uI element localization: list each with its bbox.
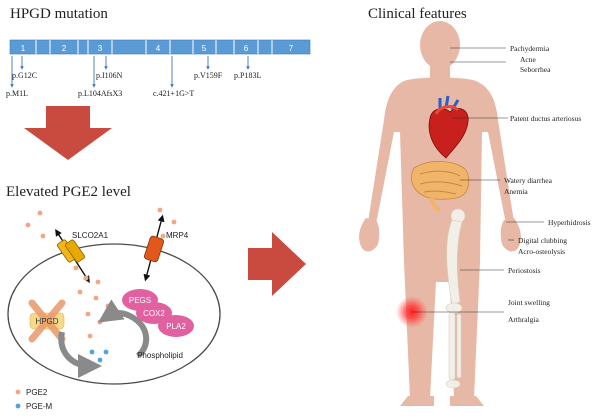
bones-icon	[445, 208, 466, 389]
legend-pge2-dot	[15, 389, 21, 395]
variant-c421: c.421+1G>T	[153, 89, 194, 98]
hpgd-label: HPGD	[35, 317, 58, 326]
exon-1-label: 1	[21, 44, 26, 53]
label-arthralgia: Arthralgia	[508, 315, 539, 324]
slco2a1-label: SLCO2A1	[72, 231, 109, 240]
label-acro-osteolysis: Acro-osteolysis	[518, 247, 565, 256]
intracellular-pge2-dots	[73, 265, 111, 339]
legend-pge2-label: PGE2	[26, 388, 48, 397]
down-arrow-icon	[24, 106, 112, 160]
mrp4-transporter	[143, 214, 165, 282]
pge2-title: Elevated PGE2 level	[6, 184, 131, 200]
exon-5-label: 5	[202, 44, 207, 53]
variant-l104afsx3: p.L104AfsX3	[78, 89, 122, 98]
mrp4-label: MRP4	[166, 231, 189, 240]
leader-lines	[412, 47, 544, 313]
enzyme-pla2-label: PLA2	[166, 322, 186, 331]
right-arrow-icon	[248, 232, 306, 296]
phospholipid-label: Phospholipid	[137, 351, 183, 360]
legend-pgem-dot	[15, 403, 21, 409]
enzyme-cluster	[122, 289, 194, 337]
label-watery-diarrhea: Watery diarrhea	[504, 176, 553, 185]
label-hyperhidrosis: Hyperhidrosis	[548, 218, 591, 227]
variant-p183l: p.P183L	[234, 71, 261, 80]
label-pachydermia: Pachydermia	[510, 44, 550, 53]
variant-v159f: p.V159F	[194, 71, 223, 80]
label-acne: Acne	[520, 55, 536, 64]
legend-pgem-label: PGE-M	[26, 402, 53, 411]
enzyme-pegs-label: PEGS	[129, 296, 151, 305]
label-anemia: Anemia	[504, 187, 528, 196]
synthesis-arrow-icon	[98, 299, 150, 359]
label-pda: Patent ductus arteriosus	[510, 114, 581, 123]
label-seborrhea: Seborrhea	[520, 65, 551, 74]
intestine-icon	[410, 161, 470, 212]
slco2a1-transporter	[55, 229, 90, 283]
exon-4-label: 4	[156, 44, 161, 53]
enzyme-cox2-label: COX2	[143, 309, 165, 318]
variant-arrows	[10, 56, 250, 88]
body-silhouette	[359, 21, 521, 406]
degradation-arrow-icon	[58, 331, 102, 378]
exon-7-label: 7	[289, 44, 294, 53]
clinical-title: Clinical features	[368, 6, 467, 22]
exon-3-label: 3	[98, 44, 103, 53]
variant-m1l: p.M1L	[6, 89, 28, 98]
exon-bar	[9, 39, 311, 55]
variant-i106n: p.I106N	[96, 71, 123, 80]
heart-icon	[428, 95, 469, 159]
mutation-title: HPGD mutation	[10, 6, 108, 22]
exon-2-label: 2	[62, 44, 67, 53]
hpgd-blocked	[28, 299, 66, 343]
label-digital-clubbing: Digital clubbing	[518, 236, 567, 245]
exon-6-label: 6	[244, 44, 249, 53]
variant-g12c: p.G12C	[12, 71, 37, 80]
label-joint-swelling: Joint swelling	[508, 298, 550, 307]
label-periostosis: Periostosis	[508, 266, 541, 275]
